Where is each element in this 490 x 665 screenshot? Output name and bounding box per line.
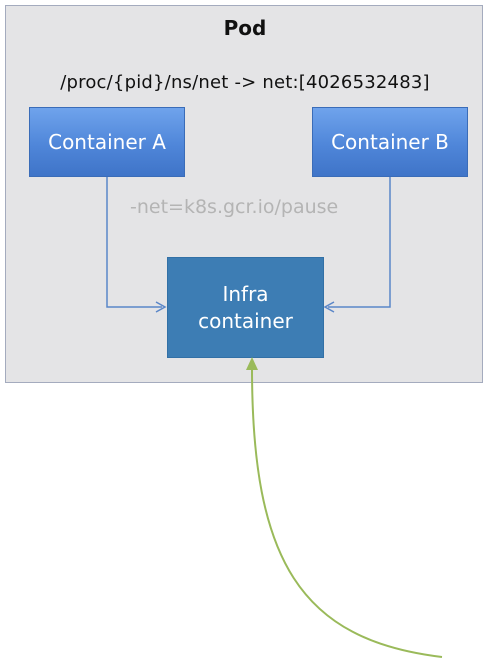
infra-label-line2: container bbox=[198, 308, 293, 333]
arrow-external-to-infra bbox=[251, 367, 443, 658]
infra-container-box: Infra container bbox=[167, 257, 324, 358]
container-b-label: Container B bbox=[331, 130, 449, 154]
net-argument-label: -net=k8s.gcr.io/pause bbox=[130, 196, 339, 218]
infra-label-line1: Infra bbox=[222, 281, 269, 306]
container-b-box: Container B bbox=[312, 107, 468, 177]
container-a-box: Container A bbox=[29, 107, 185, 177]
container-a-label: Container A bbox=[48, 130, 166, 154]
namespace-path: /proc/{pid}/ns/net -> net:[4026532483] bbox=[60, 72, 430, 93]
pod-title: Pod bbox=[223, 16, 267, 40]
